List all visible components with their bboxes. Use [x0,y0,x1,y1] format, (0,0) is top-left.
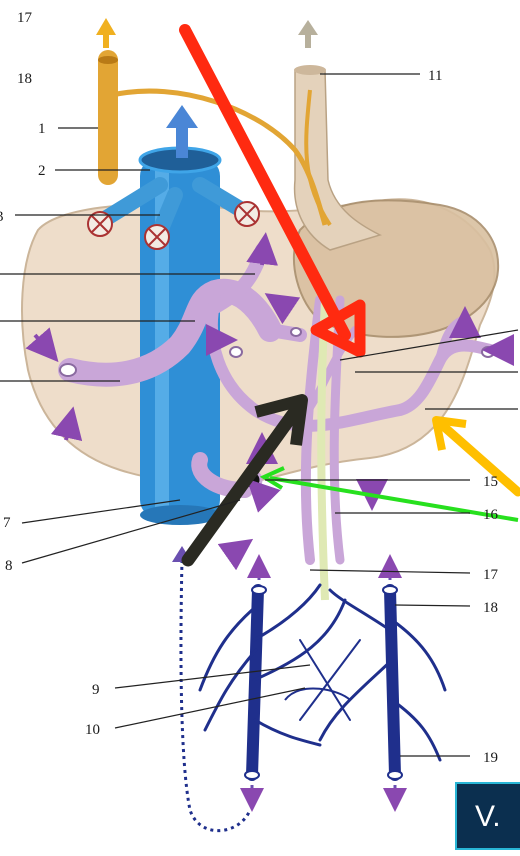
label-1: 1 [38,121,46,137]
label-2: 2 [38,163,46,179]
label-18-right: 18 [483,600,498,616]
label-17-right: 17 [483,567,499,583]
label-3: 3 [0,209,4,225]
label-16: 16 [483,507,499,523]
label-15: 15 [483,474,498,490]
label-7-left: 7 [3,515,11,531]
label-17-top: 17 [17,10,33,26]
orange-pointer-arrow [442,425,518,492]
up-arrow-orange [96,18,116,48]
label-11: 11 [428,68,442,84]
label-10: 10 [85,722,100,738]
dotted-return-path [181,560,250,831]
flow-arrows-blue [252,566,395,800]
label-19: 19 [483,750,498,766]
up-arrow-beige [298,20,318,48]
slide-section-label: V. [455,782,520,850]
label-8-left: 8 [5,558,13,574]
label-9: 9 [92,682,100,698]
bile-duct-pale [321,300,325,600]
artery-top [98,56,118,64]
lower-veins [200,585,445,775]
vein-end-openings [245,586,402,779]
label-18-top: 18 [17,71,32,87]
